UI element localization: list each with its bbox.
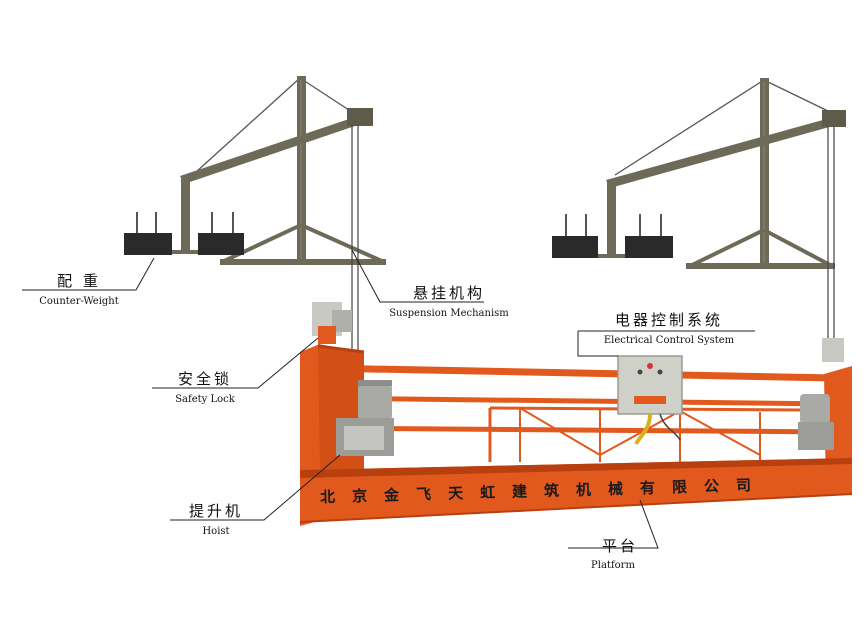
label-electrical-en: Electrical Control System xyxy=(603,335,735,346)
label-electrical: 电器控制系统 Electrical Control System xyxy=(580,311,758,347)
label-safety-lock-zh: 安全锁 xyxy=(177,370,232,388)
hoist-right xyxy=(798,394,834,450)
label-counterweight-en: Counter-Weight xyxy=(39,296,119,307)
label-safety-lock: 安全锁 Safety Lock xyxy=(152,370,258,406)
label-suspension-en: Suspension Mechanism xyxy=(389,308,509,319)
label-platform: 平台 Platform xyxy=(568,537,658,572)
label-hoist-en: Hoist xyxy=(202,526,230,537)
suspension-mechanism-right xyxy=(552,78,846,350)
label-platform-en: Platform xyxy=(591,560,635,571)
label-suspension: 悬挂机构 Suspension Mechanism xyxy=(384,284,514,320)
label-platform-zh: 平台 xyxy=(601,537,638,555)
label-counterweight: 配 重 Counter-Weight xyxy=(22,272,136,308)
safety-lock-right xyxy=(822,338,844,362)
label-counterweight-zh: 配 重 xyxy=(57,272,101,290)
electrical-control-box xyxy=(617,355,683,446)
safety-lock-left xyxy=(312,302,352,344)
platform-cradle xyxy=(299,344,853,526)
hoist-left xyxy=(336,380,394,456)
label-electrical-zh: 电器控制系统 xyxy=(614,311,723,329)
label-hoist: 提升机 Hoist xyxy=(168,502,264,538)
label-safety-lock-en: Safety Lock xyxy=(175,394,235,405)
label-hoist-zh: 提升机 xyxy=(188,502,243,520)
leader-lines xyxy=(22,249,755,549)
label-suspension-zh: 悬挂机构 xyxy=(412,284,485,302)
